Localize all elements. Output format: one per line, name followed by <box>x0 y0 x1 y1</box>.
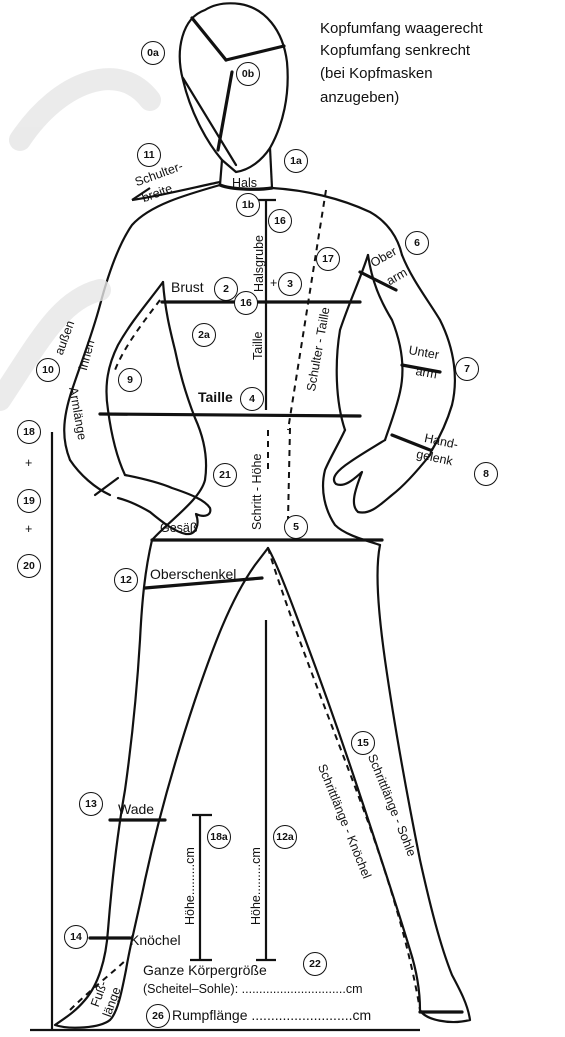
label-ganze-koerpergroesse: Ganze Körpergröße <box>143 962 267 978</box>
label-rumpflaenge: Rumpflänge ..........................cm <box>172 1007 371 1023</box>
badge-19: 19 <box>17 489 41 513</box>
badge-18a: 18a <box>207 825 231 849</box>
badge-5: 5 <box>284 515 308 539</box>
badge-12a: 12a <box>273 825 297 849</box>
label-plus-2: + <box>25 522 32 536</box>
label-taille: Taille <box>198 389 233 405</box>
badge-3: 3 <box>278 272 302 296</box>
label-taille-vertical: Taille <box>251 332 265 361</box>
badge-4: 4 <box>240 387 264 411</box>
label-halsgrube: Halsgrube <box>252 235 266 292</box>
note-line-3: (bei Kopfmasken <box>320 64 433 83</box>
badge-16-chest: 16 <box>234 291 258 315</box>
label-oberschenkel: Oberschenkel <box>150 566 236 582</box>
label-knoechel: Knöchel <box>130 932 181 948</box>
badge-2a: 2a <box>192 323 216 347</box>
note-line-4: anzugeben) <box>320 88 399 107</box>
badge-14: 14 <box>64 925 88 949</box>
badge-20: 20 <box>17 554 41 578</box>
badge-13: 13 <box>79 792 103 816</box>
label-scheitel-sohle: (Scheitel–Sohle): ......................… <box>143 982 363 996</box>
badge-6: 6 <box>405 231 429 255</box>
badge-11: 11 <box>137 143 161 167</box>
badge-0b: 0b <box>236 62 260 86</box>
label-schritt-hoehe: Schritt - Höhe <box>250 454 264 530</box>
label-brust: Brust <box>171 279 204 295</box>
badge-0a: 0a <box>141 41 165 65</box>
badge-1a: 1a <box>284 149 308 173</box>
badge-8: 8 <box>474 462 498 486</box>
badge-7: 7 <box>455 357 479 381</box>
note-line-2: Kopfumfang senkrecht <box>320 41 470 60</box>
label-hoehe-a: Höhe.........cm <box>183 847 197 925</box>
label-gesass: Gesäß <box>160 521 198 535</box>
badge-1b: 1b <box>236 193 260 217</box>
note-line-1: Kopfumfang waagerecht <box>320 19 483 38</box>
badge-21: 21 <box>213 463 237 487</box>
badge-18: 18 <box>17 420 41 444</box>
label-plus-1: + <box>25 456 32 470</box>
label-wade: Wade <box>118 801 154 817</box>
label-hals: Hals <box>232 176 257 190</box>
badge-12: 12 <box>114 568 138 592</box>
badge-10: 10 <box>36 358 60 382</box>
badge-9: 9 <box>118 368 142 392</box>
label-plus-brust: + <box>270 276 277 290</box>
label-hoehe-b: Höhe.........cm <box>249 847 263 925</box>
badge-22: 22 <box>303 952 327 976</box>
badge-15: 15 <box>351 731 375 755</box>
badge-26: 26 <box>146 1004 170 1028</box>
badge-17: 17 <box>316 247 340 271</box>
badge-16: 16 <box>268 209 292 233</box>
